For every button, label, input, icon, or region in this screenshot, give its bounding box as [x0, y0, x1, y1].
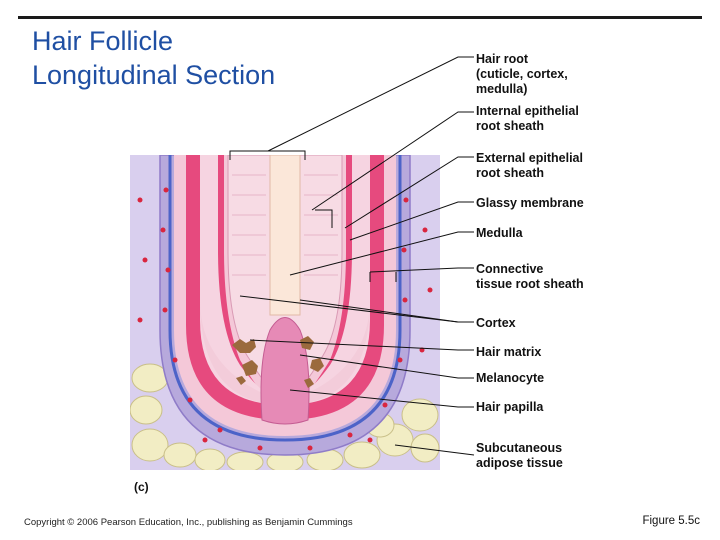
follicle-section	[130, 155, 440, 470]
title-line-2: Longitudinal Section	[32, 60, 276, 90]
label-hair-papilla: Hair papilla	[476, 400, 544, 414]
label-hair-matrix: Hair matrix	[476, 345, 542, 359]
shaft-cell-texture	[232, 174, 338, 276]
internal-root-sheath	[186, 155, 384, 420]
label-glassy-membrane: Glassy membrane	[476, 196, 584, 210]
leader-lines	[239, 56, 475, 456]
copyright-notice: Copyright © 2006 Pearson Education, Inc.…	[24, 517, 353, 528]
glassy-membrane-line	[168, 155, 402, 442]
slide-title: Hair Follicle Longitudinal Section	[32, 24, 275, 92]
label-melanocyte: Melanocyte	[476, 371, 545, 385]
top-rule	[18, 16, 702, 19]
hair-medulla	[269, 155, 301, 316]
panel-label: (c)	[134, 480, 149, 494]
hair-root-bracket	[229, 150, 306, 160]
connective-nuclei	[137, 187, 433, 451]
sheath-inner-band	[200, 155, 370, 405]
label-cortex: Cortex	[476, 316, 516, 330]
figure-reference: Figure 5.5c	[642, 515, 700, 527]
title-line-1: Hair Follicle	[32, 26, 174, 56]
adipose-tissue	[130, 363, 440, 470]
label-hair-root: Hair root(cuticle, cortex,medulla)	[476, 52, 568, 96]
label-medulla: Medulla	[476, 226, 523, 240]
hair-papilla-shape	[260, 317, 310, 425]
